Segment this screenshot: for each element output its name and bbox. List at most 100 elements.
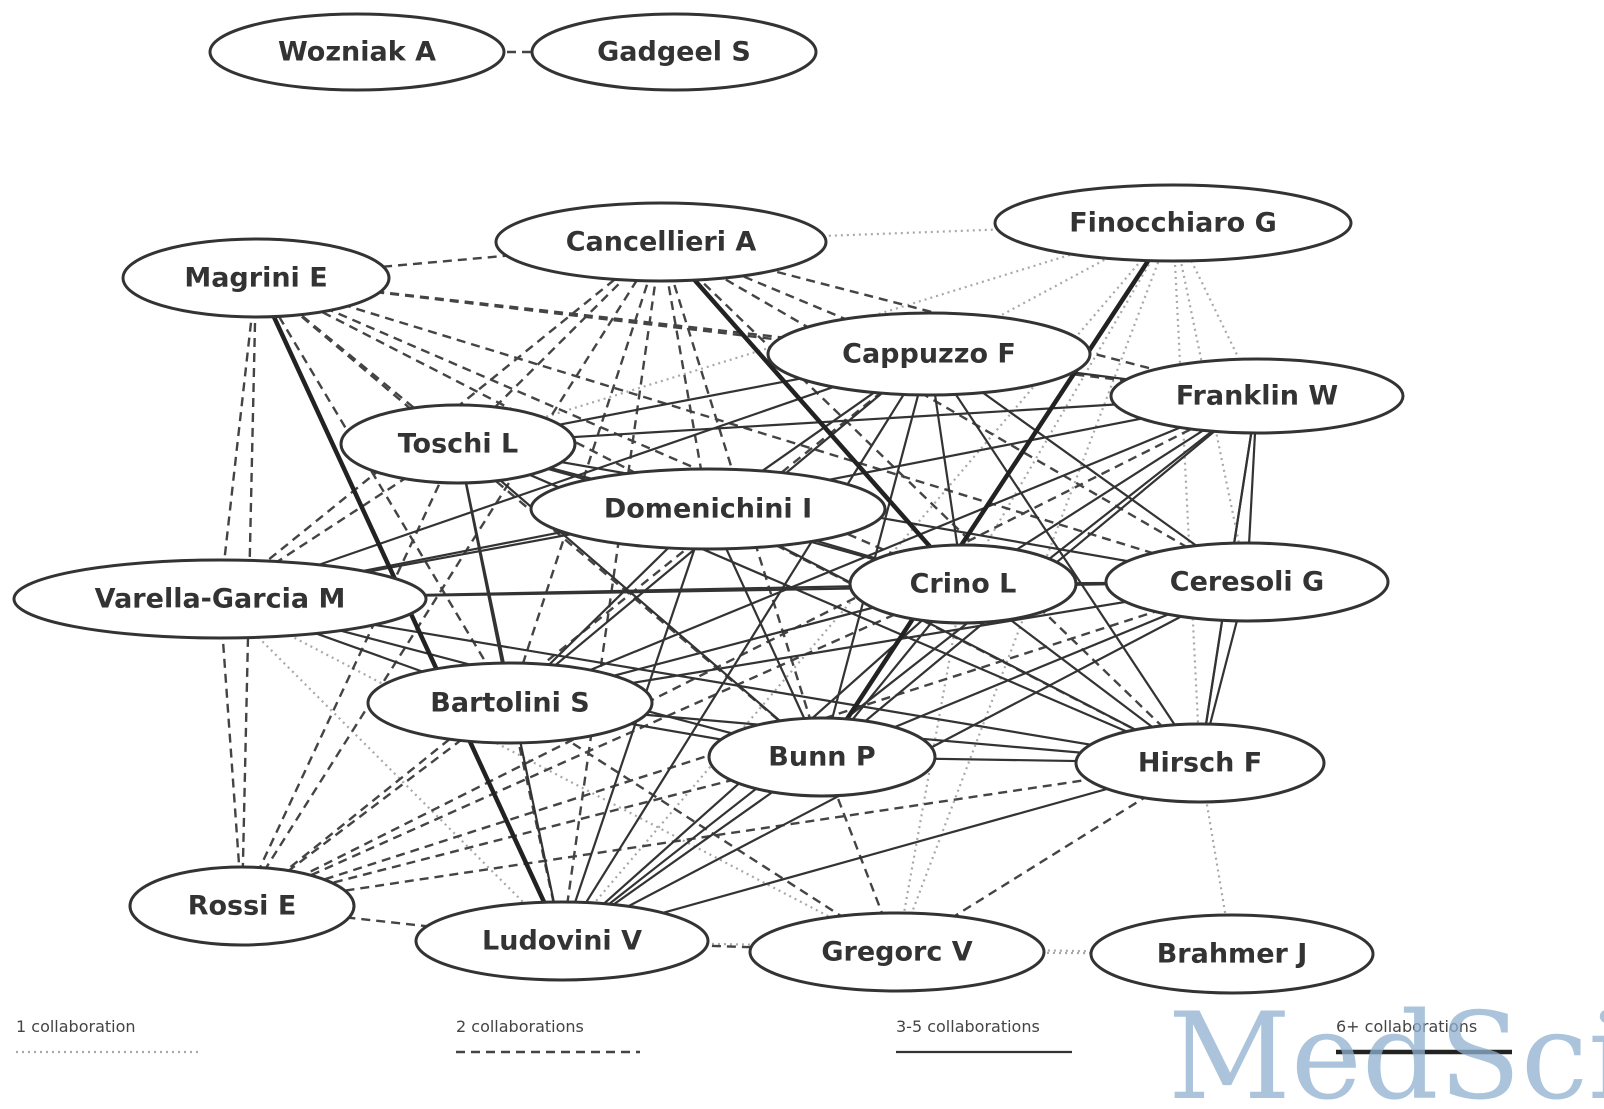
edge-cappuzzo-hirsch <box>928 353 1201 764</box>
edge-varella-hirsch <box>219 597 1201 765</box>
node-label: Brahmer J <box>1157 939 1308 970</box>
node-cappuzzo: Cappuzzo F <box>766 311 1092 397</box>
edge-cancellieri-hirsch <box>660 241 1201 764</box>
node-cancellieri: Cancellieri A <box>494 201 828 283</box>
medsci-watermark: MedSci <box>1168 988 1604 1109</box>
legend-label: 3-5 collaborations <box>896 1017 1040 1036</box>
edge-domenichini-bunn <box>707 508 823 758</box>
node-label: Hirsch F <box>1138 748 1262 779</box>
edge-varella-rossi <box>218 598 244 907</box>
node-varella: Varella-Garcia M <box>12 558 428 640</box>
node-ellipse <box>12 558 428 640</box>
node-gadgeel: Gadgeel S <box>530 12 818 92</box>
edge-hirsch-rossi <box>241 761 1201 908</box>
node-ellipse <box>707 716 937 798</box>
node-ceresoli: Ceresoli G <box>1104 541 1390 623</box>
edge-finocchiaro-bunn <box>820 221 1175 759</box>
node-label: Varella-Garcia M <box>95 584 346 615</box>
edge-ludovini-gregorc <box>561 939 898 954</box>
edge-cancellieri-ceresoli <box>660 240 1248 584</box>
edge-varella-gregorc <box>219 598 898 953</box>
legend-item-one: 1 collaboration <box>16 1017 202 1054</box>
edge-hirsch-brahmer <box>1198 762 1234 955</box>
edge-magrini-ceresoli <box>255 276 1248 584</box>
node-ludovini: Ludovini V <box>414 900 710 982</box>
node-label: Cancellieri A <box>566 227 757 258</box>
nodes-layer: Wozniak A Gadgeel S Finocchiaro G Cancellie… <box>12 12 1405 995</box>
edge-toschi-rossi <box>240 443 460 907</box>
edge-cancellieri-rossi <box>240 241 663 907</box>
edge-bartolini-gregorc <box>509 701 898 954</box>
edge-magrini-franklin <box>255 276 1258 398</box>
node-label: Ceresoli G <box>1170 567 1324 598</box>
node-crino: Crino L <box>848 543 1078 625</box>
edge-cancellieri-varella <box>219 241 662 600</box>
node-ellipse <box>993 183 1353 263</box>
node-ellipse <box>748 911 1046 993</box>
legend-item-six: 6+ collaborations <box>1336 1017 1512 1055</box>
node-ellipse <box>1109 357 1405 435</box>
node-ellipse <box>494 201 828 283</box>
node-brahmer: Brahmer J <box>1089 913 1375 995</box>
node-ellipse <box>1089 913 1375 995</box>
node-franklin: Franklin W <box>1109 357 1405 435</box>
edge-bartolini-rossi <box>241 702 511 907</box>
legend-item-three: 3-5 collaborations <box>896 1017 1072 1054</box>
edge-crino-rossi <box>241 582 964 908</box>
edge-hirsch-ludovini <box>561 761 1201 943</box>
node-label: Gregorc V <box>821 937 972 968</box>
edge-finocchiaro-franklin <box>1172 222 1258 397</box>
node-label: Gadgeel S <box>597 37 751 68</box>
node-ellipse <box>121 237 391 319</box>
node-gregorc: Gregorc V <box>748 911 1046 993</box>
node-domenichini: Domenichini I <box>529 467 887 551</box>
edge-cancellieri-domenichini <box>659 241 710 510</box>
edge-cancellieri-crino <box>659 240 965 586</box>
node-finocchiaro: Finocchiaro G <box>993 183 1353 263</box>
edge-magrini-varella <box>218 277 258 600</box>
node-label: Wozniak A <box>278 37 436 68</box>
node-rossi: Rossi E <box>128 865 356 947</box>
node-ellipse <box>208 12 506 92</box>
edge-franklin-rossi <box>241 394 1258 908</box>
node-label: Rossi E <box>188 891 297 922</box>
edges-layer <box>218 50 1259 956</box>
edge-varella-ludovini <box>219 598 563 942</box>
node-label: Cappuzzo F <box>842 339 1016 370</box>
edge-toschi-bunn <box>457 443 823 758</box>
node-ellipse <box>530 12 818 92</box>
node-ellipse <box>848 543 1078 625</box>
node-label: Magrini E <box>184 263 327 294</box>
edge-finocchiaro-crino <box>962 222 1174 585</box>
node-label: Crino L <box>910 569 1017 600</box>
node-ellipse <box>1074 722 1326 804</box>
node-label: Ludovini V <box>482 926 642 957</box>
node-label: Bunn P <box>768 742 875 773</box>
edge-bunn-rossi <box>241 755 823 908</box>
node-label: Franklin W <box>1176 381 1338 412</box>
edge-domenichini-hirsch <box>707 508 1201 764</box>
node-magrini: Magrini E <box>121 237 391 319</box>
node-wozniak: Wozniak A <box>208 12 506 92</box>
edge-franklin-bartolini <box>509 394 1258 705</box>
node-label: Toschi L <box>398 429 519 460</box>
node-ellipse <box>1104 541 1390 623</box>
edge-finocchiaro-gregorc <box>895 222 1175 953</box>
node-hirsch: Hirsch F <box>1074 722 1326 804</box>
edge-magrini-crino <box>255 276 964 586</box>
node-ellipse <box>766 311 1092 397</box>
node-ellipse <box>128 865 356 947</box>
node-label: Bartolini S <box>430 688 589 719</box>
node-ellipse <box>339 403 577 485</box>
edge-finocchiaro-cappuzzo <box>928 222 1174 355</box>
node-ellipse <box>366 661 654 745</box>
node-ellipse <box>414 900 710 982</box>
edge-franklin-ludovini <box>561 395 1258 942</box>
edge-cappuzzo-bunn <box>820 353 931 758</box>
edge-finocchiaro-hirsch <box>1171 222 1202 764</box>
node-bartolini: Bartolini S <box>366 661 654 745</box>
legend-label: 6+ collaborations <box>1336 1017 1477 1036</box>
